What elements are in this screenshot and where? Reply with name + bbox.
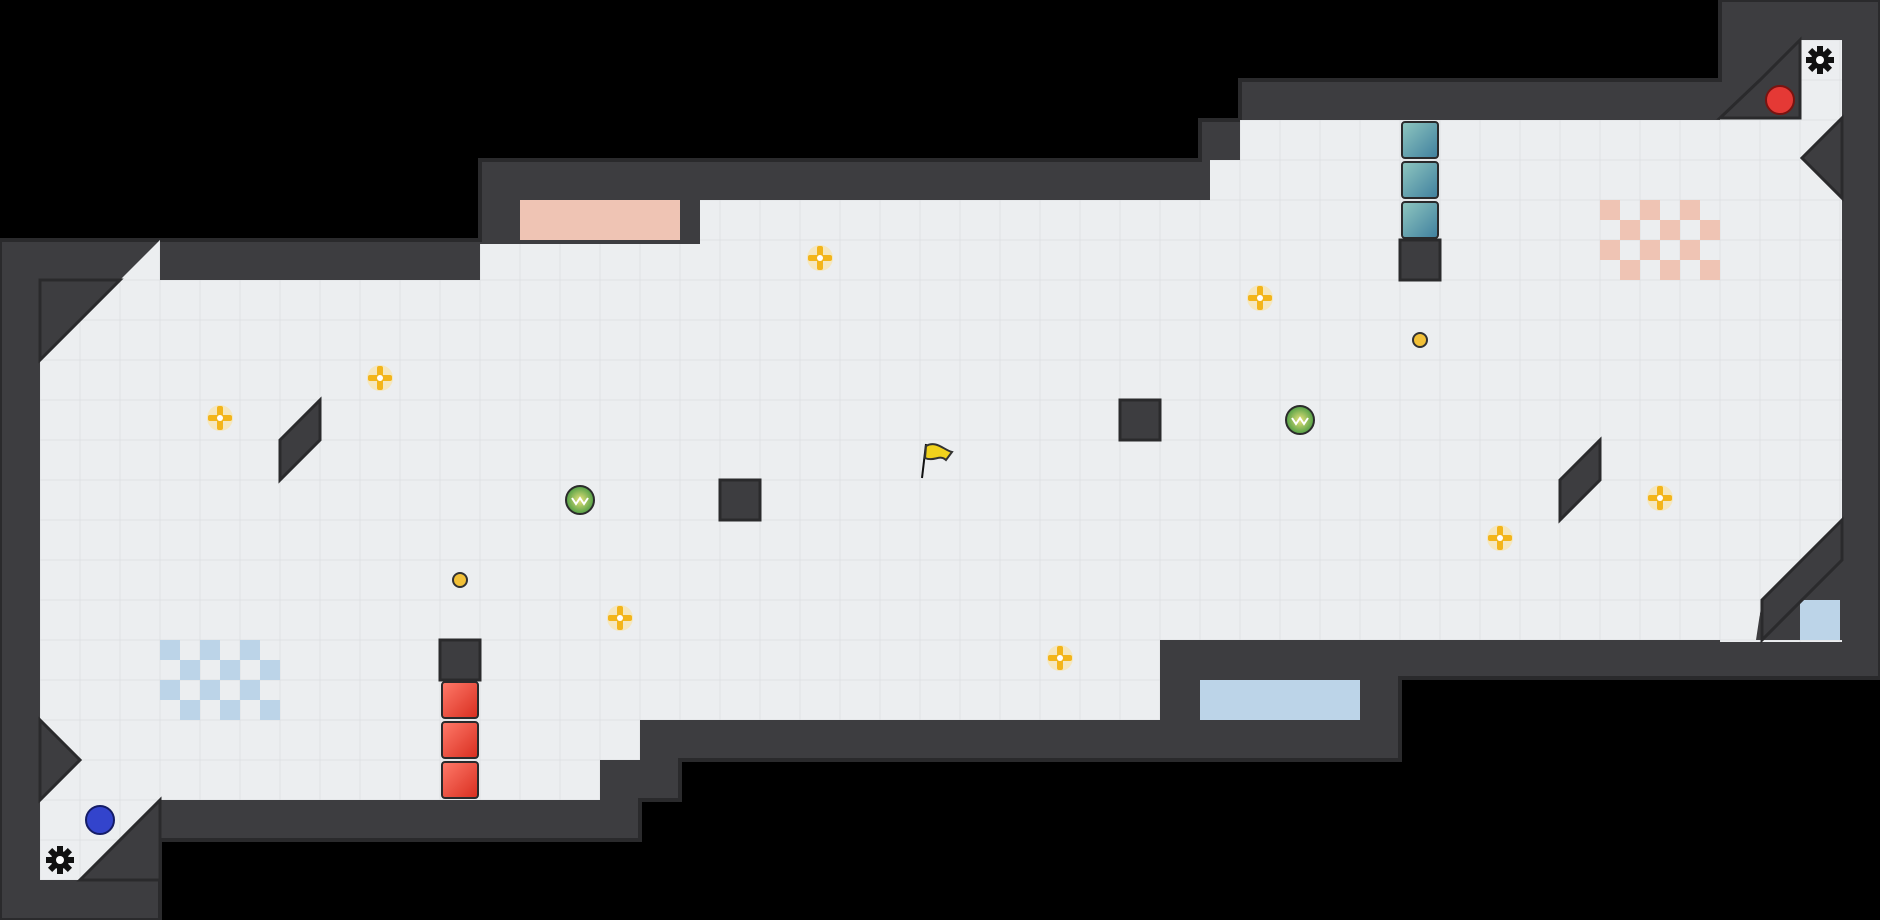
wall-block-below-teal-gate [1398,238,1442,282]
flag-cloth [923,443,954,462]
blue-checker-tile [200,680,220,700]
wall-block-center-right [1118,398,1162,442]
boost-icon[interactable] [807,245,833,271]
floor [40,40,1842,880]
gear-hole [56,856,64,864]
blue-checker-tile [220,660,240,680]
wall-block-above-red-gate [438,638,482,682]
gear-tooth [57,866,63,874]
red-checker-tile [1600,200,1620,220]
gear-icon [1806,46,1834,74]
red-gate-tile[interactable] [441,681,479,719]
blue-checker-tile [160,640,180,660]
red-checker-tile [1680,240,1700,260]
powerup-disc [565,485,595,515]
boost-center [377,375,383,381]
teal-gate-tile[interactable] [1401,201,1439,239]
red-checker-tile [1660,220,1680,240]
blue-checker-tile [240,640,260,660]
boost-center [217,415,223,421]
wall-notch-east [1799,114,1844,202]
items[interactable] [46,46,1834,874]
gear-hole [1816,56,1824,64]
boost-center [617,615,623,621]
red-checker-tile [1660,260,1680,280]
wall-block-center-left [718,478,762,522]
powerup-zigzag [1291,416,1309,426]
red-zone-top [520,200,680,240]
wall-diagonal-nw [38,278,124,364]
team-zones [40,200,1840,720]
boost-icon[interactable] [607,605,633,631]
gear-tooth [1817,66,1823,74]
powerup-disc [1285,405,1315,435]
blue-checker-tile [180,700,200,720]
blue-checker-tile [200,640,220,660]
red-checker-tile [1620,220,1640,240]
boost-icon[interactable] [1247,285,1273,311]
gear-tooth [1817,46,1823,54]
gear-tooth [57,846,63,854]
red-checker-tile [1620,260,1640,280]
wall-diagonal-se [1760,516,1844,644]
boost-icon[interactable] [1487,525,1513,551]
boost-center [1057,655,1063,661]
boost-center [1497,535,1503,541]
blue-zone-bottom [1200,680,1360,720]
blue-checker-tile [240,680,260,700]
wall-notch-west [38,716,83,804]
boost-center [1257,295,1263,301]
red-player[interactable] [1765,85,1795,115]
boost-center [1657,495,1663,501]
gates[interactable] [441,121,1439,799]
red-checker-tile [1640,240,1660,260]
yellow-flag-icon[interactable] [921,443,954,479]
boost-icon[interactable] [207,405,233,431]
wall-sliver-left [278,396,322,484]
red-checker-tile [1640,200,1660,220]
boost-icon[interactable] [367,365,393,391]
blue-checker-tile [180,660,200,680]
blue-checker-tile [260,700,280,720]
red-checker-tile [1600,240,1620,260]
bomb-icon[interactable] [1412,332,1428,348]
teal-gate-tile[interactable] [1401,121,1439,159]
green-powerup-icon[interactable] [565,485,595,515]
teal-gate-tile[interactable] [1401,161,1439,199]
red-checker-tile [1680,200,1700,220]
boost-icon[interactable] [1047,645,1073,671]
red-checker-tile [1700,260,1720,280]
wall-sliver-right [1558,436,1602,524]
wall-diagonal-sw [76,796,162,882]
red-gate-tile[interactable] [441,721,479,759]
bomb-icon[interactable] [452,572,468,588]
red-gate-tile[interactable] [441,761,479,799]
blue-checker-tile [220,700,240,720]
blue-checker-tile [260,660,280,680]
blue-player[interactable] [85,805,115,835]
boost-center [817,255,823,261]
green-powerup-icon[interactable] [1285,405,1315,435]
blue-zone-corner [1800,600,1840,640]
powerup-zigzag [571,496,589,506]
red-checker-tile [1700,220,1720,240]
boost-icon[interactable] [1647,485,1673,511]
blue-checker-tile [160,680,180,700]
gear-icon [46,846,74,874]
